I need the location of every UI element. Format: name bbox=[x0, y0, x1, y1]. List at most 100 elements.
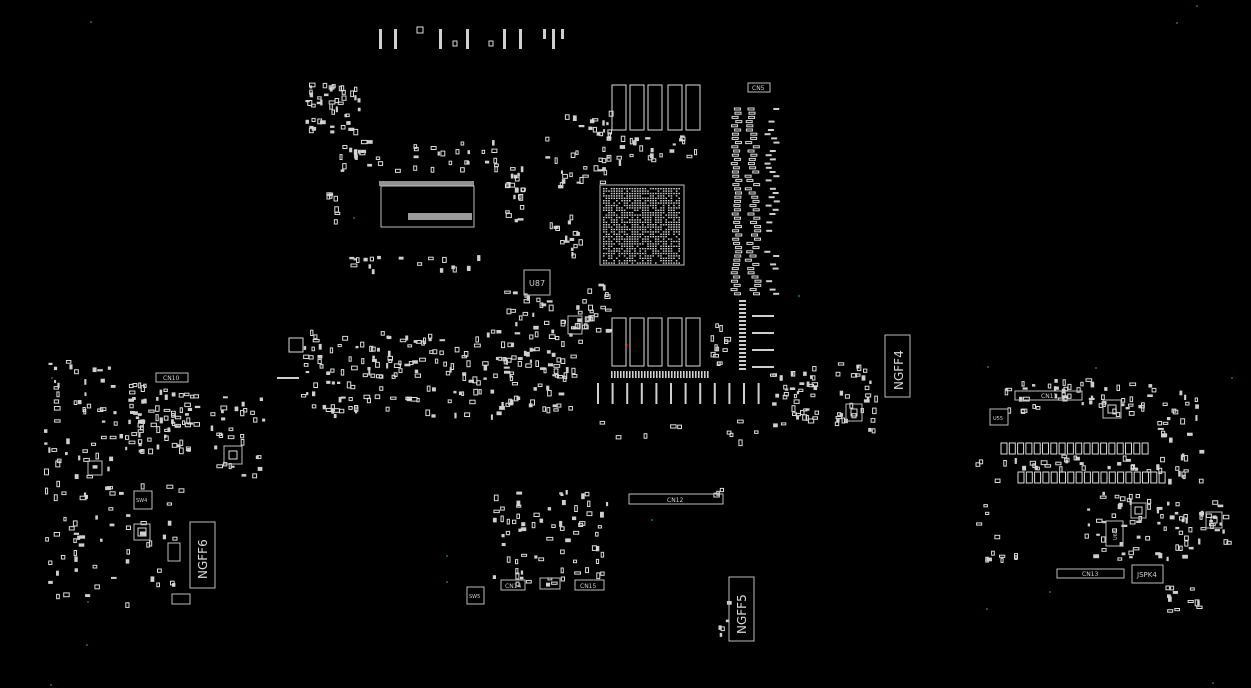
pad bbox=[228, 427, 234, 432]
pad bbox=[649, 248, 652, 250]
pad bbox=[623, 216, 626, 219]
pad bbox=[629, 84, 645, 131]
pad bbox=[626, 260, 628, 262]
pad bbox=[650, 371, 652, 378]
pad bbox=[665, 219, 667, 221]
pad bbox=[634, 221, 636, 223]
pad bbox=[45, 537, 49, 542]
pad bbox=[1100, 471, 1108, 484]
pad bbox=[48, 580, 53, 584]
qfn-chips bbox=[87, 315, 1223, 562]
pad bbox=[660, 233, 662, 235]
pad bbox=[147, 437, 152, 442]
pad bbox=[430, 166, 435, 173]
pad bbox=[83, 457, 90, 462]
pad bbox=[639, 221, 641, 223]
pad bbox=[626, 257, 628, 259]
pad bbox=[647, 200, 649, 202]
pad bbox=[639, 202, 641, 204]
pad bbox=[839, 390, 844, 396]
pad bbox=[757, 383, 760, 404]
pad bbox=[631, 255, 634, 257]
pad bbox=[1032, 404, 1037, 409]
pad bbox=[66, 438, 70, 445]
pad bbox=[1090, 395, 1094, 399]
pad bbox=[605, 262, 608, 264]
pad bbox=[836, 419, 840, 423]
pad bbox=[1017, 442, 1025, 455]
pad bbox=[640, 383, 643, 404]
pad bbox=[495, 357, 499, 361]
pad bbox=[410, 397, 418, 402]
pad bbox=[1014, 555, 1018, 560]
pad bbox=[608, 207, 610, 209]
pad bbox=[642, 221, 644, 223]
pad bbox=[629, 228, 631, 231]
pad bbox=[659, 153, 663, 158]
pad bbox=[69, 364, 73, 370]
pad bbox=[655, 240, 657, 243]
pad bbox=[317, 96, 322, 100]
pad bbox=[662, 243, 665, 245]
pad bbox=[629, 238, 631, 240]
pad bbox=[636, 209, 639, 211]
pad bbox=[162, 534, 166, 540]
pad bbox=[644, 262, 647, 264]
pad bbox=[1128, 403, 1134, 407]
pad bbox=[634, 219, 636, 221]
pad bbox=[606, 136, 612, 140]
pad bbox=[546, 300, 553, 303]
pad bbox=[631, 212, 634, 214]
pad bbox=[793, 399, 800, 404]
pad bbox=[1117, 471, 1125, 484]
pad bbox=[425, 409, 431, 417]
pad bbox=[353, 258, 357, 261]
pad bbox=[673, 233, 675, 235]
pad bbox=[107, 466, 110, 472]
pad bbox=[649, 195, 652, 197]
pad bbox=[739, 364, 746, 366]
pad bbox=[668, 221, 670, 223]
pad bbox=[126, 514, 131, 517]
pad bbox=[1019, 396, 1023, 402]
pad bbox=[652, 255, 654, 257]
pad bbox=[634, 137, 639, 142]
pad bbox=[1059, 471, 1066, 484]
pad bbox=[657, 231, 660, 233]
pad bbox=[1087, 523, 1090, 527]
pad bbox=[639, 204, 641, 207]
pad bbox=[311, 404, 317, 409]
pad bbox=[647, 190, 649, 192]
pad bbox=[241, 401, 245, 407]
pad bbox=[623, 233, 626, 235]
pad bbox=[546, 536, 554, 541]
pad bbox=[626, 262, 628, 264]
pad bbox=[182, 420, 186, 425]
pad bbox=[129, 390, 136, 395]
pad bbox=[639, 200, 641, 202]
pad bbox=[602, 284, 606, 291]
pad bbox=[644, 209, 647, 211]
pad bbox=[670, 424, 677, 429]
pad bbox=[1151, 387, 1157, 393]
pad bbox=[670, 243, 673, 245]
pad bbox=[326, 194, 331, 200]
pad bbox=[82, 407, 86, 413]
pad bbox=[1167, 501, 1170, 506]
pad bbox=[358, 149, 361, 154]
pad bbox=[354, 95, 357, 101]
pad bbox=[652, 250, 654, 252]
pad bbox=[610, 188, 613, 190]
pad bbox=[523, 350, 527, 356]
pad bbox=[634, 200, 636, 202]
pad bbox=[767, 129, 774, 131]
pad bbox=[639, 197, 641, 199]
pad bbox=[871, 428, 876, 434]
pad bbox=[56, 570, 59, 576]
pad bbox=[773, 292, 780, 295]
pad bbox=[626, 216, 628, 219]
pad bbox=[179, 407, 183, 413]
pad bbox=[453, 390, 457, 394]
pad bbox=[616, 224, 618, 226]
via-dot bbox=[1176, 22, 1178, 24]
